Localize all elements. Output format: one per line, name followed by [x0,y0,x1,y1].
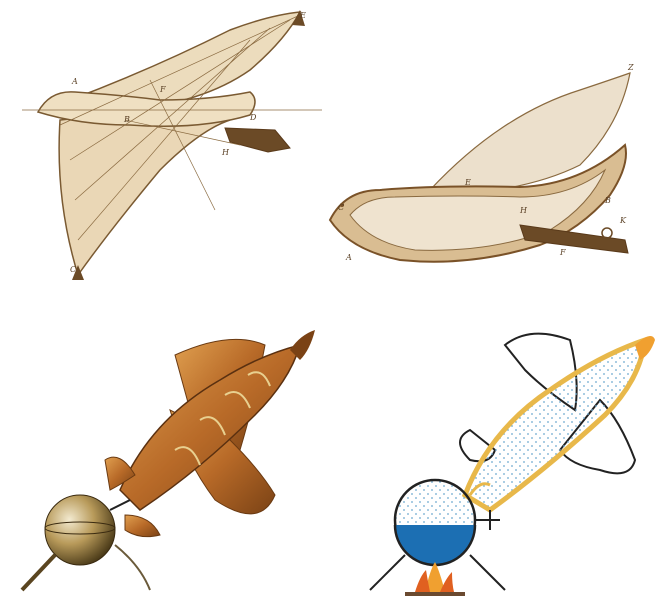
brass-sphere [45,495,115,565]
stand-leg [115,545,150,590]
label-e: E [464,178,471,187]
label-f: F [559,248,566,257]
schematic-diagram-drawing [330,300,659,598]
label-a: A [345,253,352,262]
label-c: C [70,265,76,274]
stand-leg-right [470,555,505,590]
label-h: H [221,148,230,157]
label-h: H [519,206,528,215]
label-b: B [123,115,130,124]
label-c: C [338,203,344,212]
tail-rod [520,225,628,253]
brass-rod [22,555,55,590]
stand-leg-left [370,555,405,590]
label-k: K [619,216,627,225]
tail-fin-right [125,515,160,537]
boiler-water [395,525,475,565]
label-z: Z [627,63,634,72]
label-a: A [71,77,78,86]
label-e: E [299,11,306,20]
fire [405,562,465,594]
wooden-model-panel [0,300,330,598]
sketch-bird-wings-drawing: A B C D E F H [0,0,330,290]
sketch-bird-body-drawing: A B C E F H K Z [320,55,659,290]
sketch-bird-body-panel: A B C E F H K Z [320,55,659,290]
rod-ring [602,228,612,238]
label-f: F [159,85,166,94]
label-d: D [249,113,257,122]
wooden-model-illustration [0,300,330,598]
label-b: B [604,196,611,205]
sketch-bird-wings-panel: A B C D E F H [0,0,330,290]
bird-tail [225,128,290,152]
schematic-diagram-panel [330,300,659,598]
connector-pipe [110,500,130,510]
